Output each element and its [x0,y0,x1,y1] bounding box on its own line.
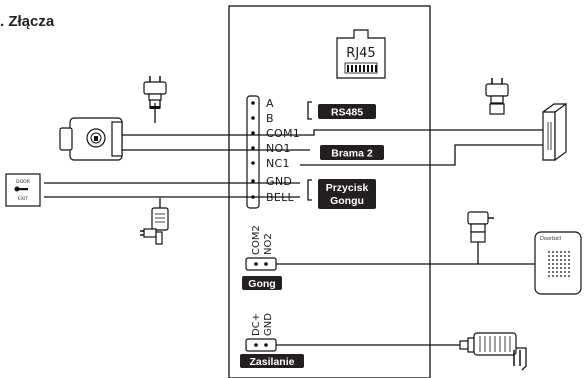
svg-text:EXIT: EXIT [18,196,28,202]
gate-tag: Brama 2 [320,145,384,160]
wire-maglock-com1 [313,129,543,131]
terminal-com1: COM1 [266,127,300,140]
svg-text:Gong: Gong [248,278,275,290]
no2-label: NO2 [263,233,274,255]
svg-text:Zasilanie: Zasilanie [250,356,295,368]
terminal-gnd: GND [266,175,292,188]
svg-text:Brama 2: Brama 2 [331,148,373,160]
terminal-b: B [266,112,274,125]
terminal-nc1: NC1 [266,157,290,170]
rj45-label: RJ45 [346,46,375,61]
svg-text:DOOR: DOOR [16,179,30,185]
power-connector [245,338,277,352]
terminal-no1: NO1 [266,142,291,155]
gong-connector [245,257,277,271]
dc-plus-label: DC+ [251,313,262,336]
exit-button-icon: DOOR EXIT [5,173,41,207]
doorbell-icon: Doorbell [534,231,582,295]
wires [44,103,543,346]
power-plug-icon [143,76,167,109]
electric-strike-lock-icon [59,117,123,161]
com2-label: COM2 [251,225,262,255]
bell-bracket [307,179,312,201]
rj45-pins-icon [344,62,378,74]
svg-text:RS485: RS485 [331,107,363,119]
wire-maglock-nc1 [300,144,543,166]
power-plug-bottom-icon [140,207,169,245]
rs485-bracket [307,101,312,120]
terminal-block [246,95,260,209]
doorbell-label: Doorbell [540,236,561,242]
magnetic-lock-icon [542,102,567,162]
section-title: . Złącza [0,13,55,30]
power-tag: Zasilanie [240,354,304,368]
svg-text:Gongu: Gongu [330,195,364,207]
rj45-socket: RJ45 [336,29,386,79]
wire-lock-com1 [122,131,315,136]
bell-button-tag: Przycisk Gongu [318,179,376,209]
gong-power-plug-icon [467,211,494,243]
power-plug-right-icon [485,78,509,115]
rs485-tag: RS485 [318,104,376,119]
terminal-a: A [266,97,274,110]
gong-tag: Gong [242,276,282,290]
gnd-power-label: GND [263,313,274,336]
power-adapter-icon [459,332,527,371]
svg-text:Przycisk: Przycisk [326,182,369,194]
